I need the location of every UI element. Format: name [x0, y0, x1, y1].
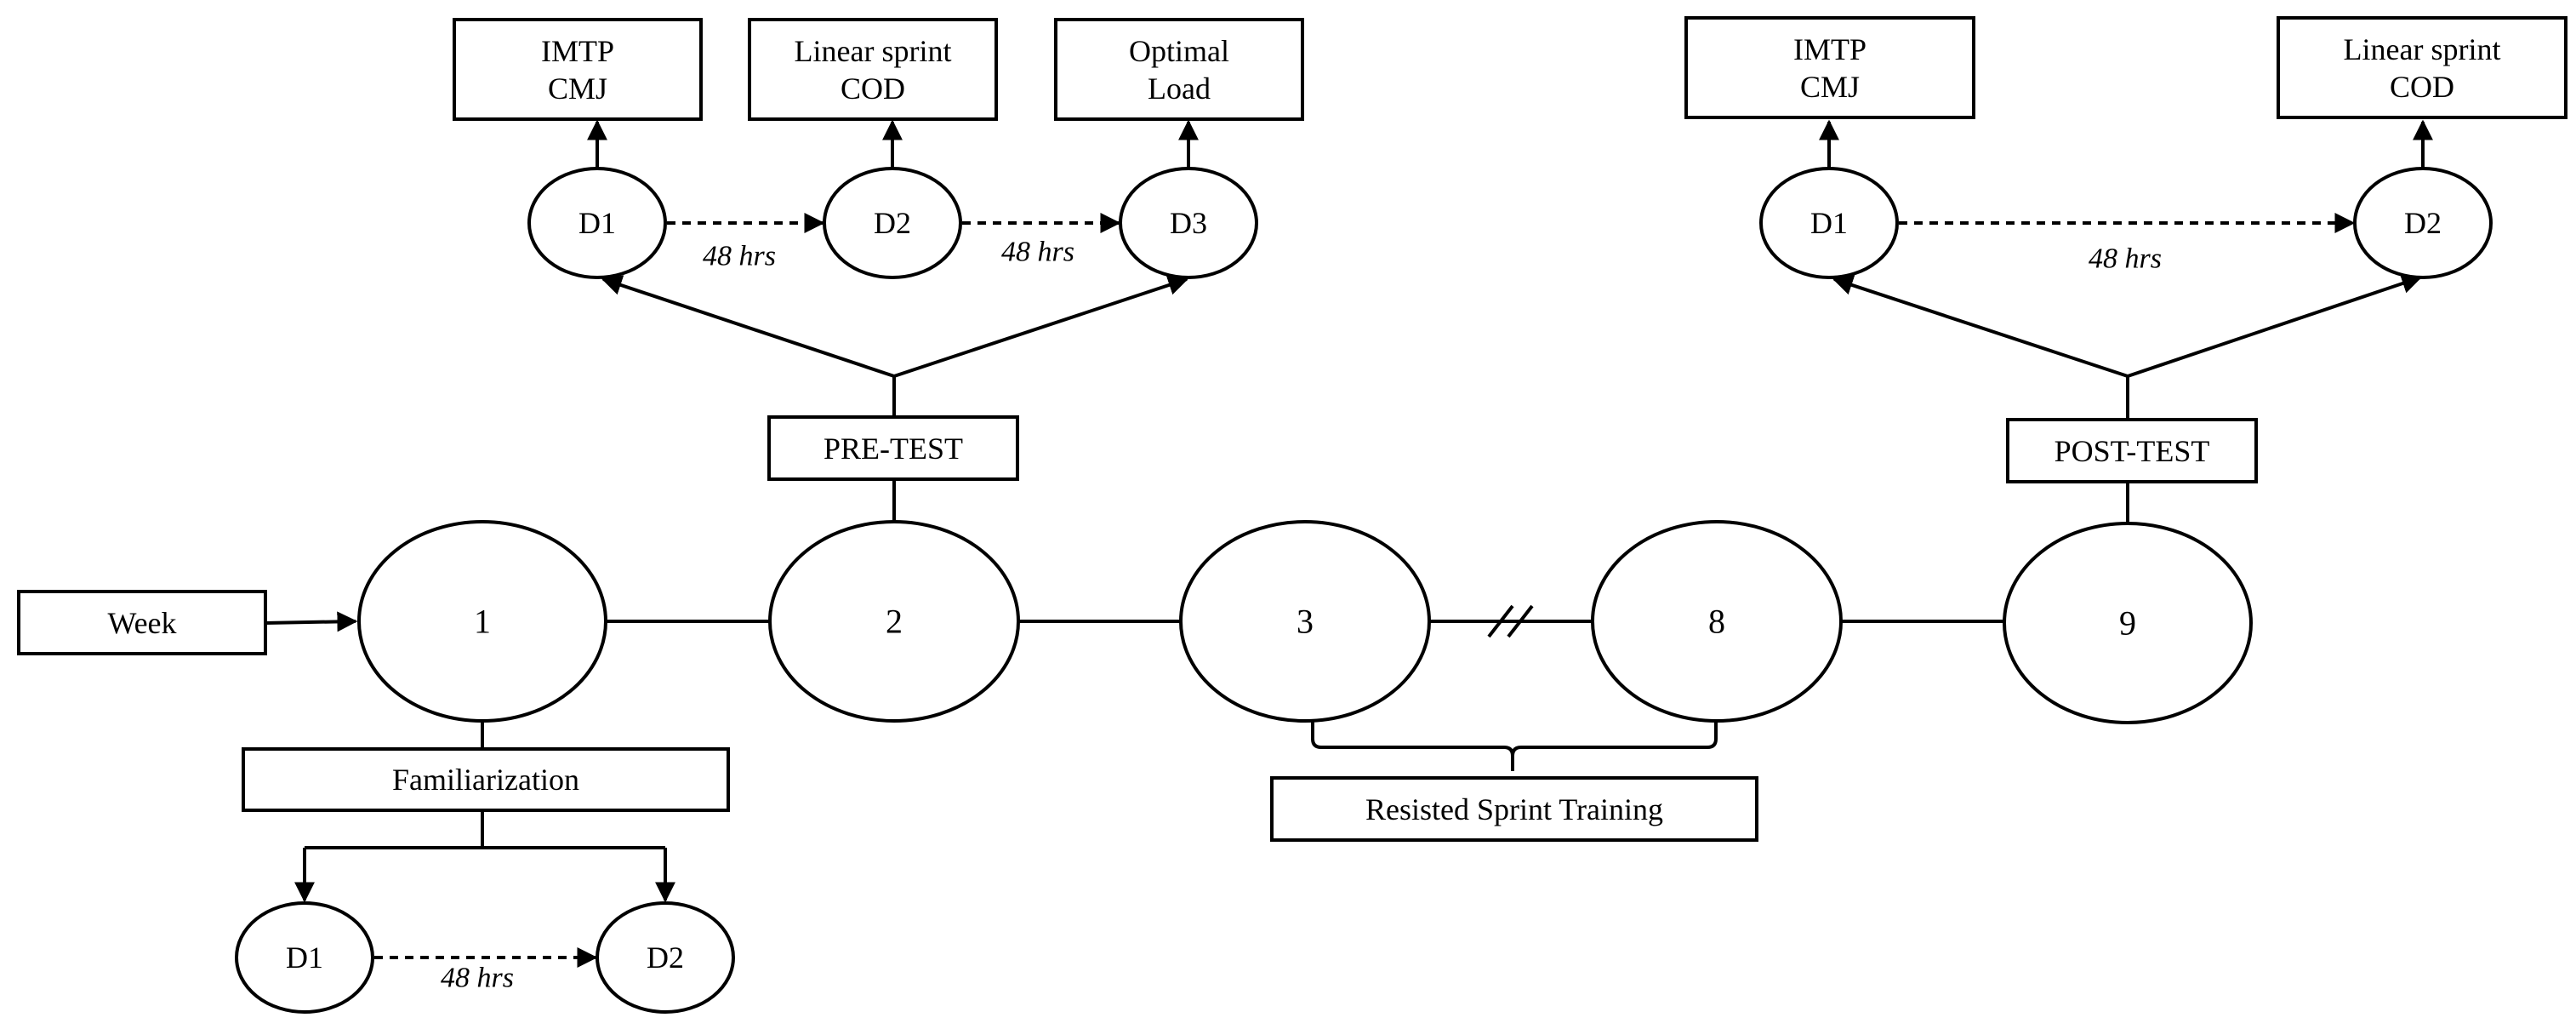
post-test-interval-label: 48 hrs [2089, 243, 2162, 275]
familiarization-d1-node [235, 901, 374, 1014]
pre-test-d2-test-box [748, 18, 998, 121]
week-label: Week [107, 606, 176, 640]
training-box [1270, 776, 1758, 842]
pre-test-interval-label-2: 48 hrs [1001, 237, 1074, 268]
post-test-label: POST-TEST [2055, 434, 2210, 468]
post-test-d2-test-line-2: COD [2390, 70, 2454, 104]
pre-test-d2-test-line-1: Linear sprint [795, 34, 952, 68]
familiarization-box [242, 747, 730, 812]
pre-test-d2-label: D2 [874, 206, 911, 240]
week-label-arrow [265, 611, 358, 632]
post-test-d1-test-box [1684, 16, 1975, 119]
week-1-label: 1 [474, 603, 491, 641]
familiarization-label: Familiarization [392, 763, 579, 797]
week-3-node [1179, 520, 1431, 723]
post-test-d1-test-line-1: IMTP [1793, 32, 1866, 66]
post-test-d1-test-line-2: CMJ [1800, 70, 1860, 104]
week-9-label: 9 [2119, 604, 2136, 643]
pre-test-d3-test-line-2: Load [1148, 71, 1211, 106]
pre-test-d1-test-line-1: IMTP [541, 34, 614, 68]
pre-test-d3-test-line-1: Optimal [1129, 34, 1229, 68]
pre-test-d1-label: D1 [578, 206, 616, 240]
pre-test-label: PRE-TEST [824, 432, 963, 466]
pre-test-d1-test-box [453, 18, 703, 121]
timeline-break-mark-2 [1507, 604, 1534, 638]
week-label-box [17, 590, 267, 655]
week-8-label: 8 [1708, 603, 1725, 641]
timeline-break-mark-1 [1487, 604, 1514, 638]
familiarization-split-line [305, 810, 665, 849]
pre-test-d3-test-box [1054, 18, 1304, 121]
post-test-d1-label: D1 [1810, 206, 1848, 240]
pre-test-d3-label: D3 [1170, 206, 1207, 240]
pre-test-arrow-d1 [601, 275, 895, 378]
pre-test-arrow-d3 [893, 275, 1189, 378]
post-test-d2-label: D2 [2404, 206, 2442, 240]
familiarization-d1-label: D1 [286, 940, 323, 975]
post-test-d2-test-box [2277, 16, 2567, 119]
familiarization-d2-label: D2 [647, 940, 684, 975]
pre-test-box [767, 415, 1019, 481]
pre-test-d1-test-line-2: CMJ [548, 71, 607, 106]
familiarization-interval-label: 48 hrs [441, 963, 514, 994]
pre-test-interval-label-1: 48 hrs [703, 241, 776, 272]
post-test-box [2006, 418, 2258, 483]
training-bracket [1311, 721, 1718, 771]
pre-test-d2-test-line-2: COD [841, 71, 905, 106]
post-test-arrow-d2 [2127, 273, 2423, 378]
post-test-d2-test-line-1: Linear sprint [2344, 32, 2501, 66]
week-2-label: 2 [886, 603, 903, 641]
post-test-arrow-d1 [1832, 275, 2129, 378]
week-3-label: 3 [1297, 603, 1314, 641]
training-label: Resisted Sprint Training [1365, 792, 1663, 826]
